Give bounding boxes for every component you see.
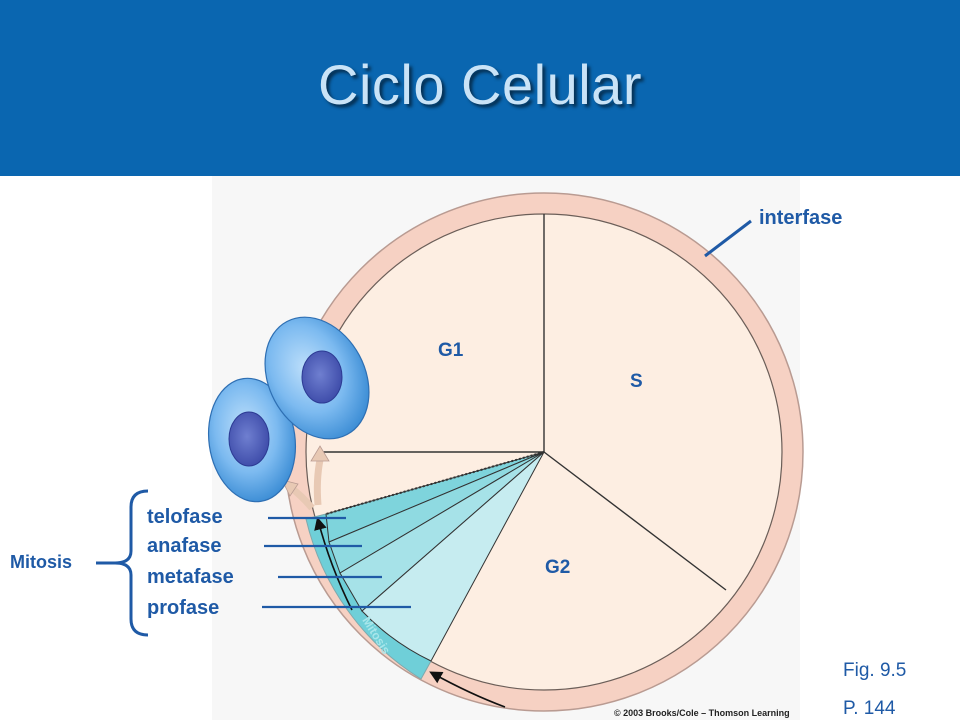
mitosis-arrow <box>314 516 353 611</box>
page-number: P. 144 <box>843 698 896 719</box>
mitosis-brace <box>114 489 149 637</box>
telofase-label: telofase <box>147 506 223 528</box>
divider-s-g2 <box>543 451 727 591</box>
divider-mitosis-start <box>325 451 545 515</box>
cytokinesis-arrow-2 <box>313 459 324 506</box>
g2-label: G2 <box>545 557 571 578</box>
ring-arrow-bottom <box>429 671 506 708</box>
metafase-label: metafase <box>147 566 234 588</box>
nucleus-lower <box>228 411 270 467</box>
s-label: S <box>630 371 643 392</box>
cytokinesis-arrowhead-2 <box>310 445 330 462</box>
g1-label: G1 <box>438 340 464 361</box>
profase-sector <box>361 451 545 662</box>
anafase-label: anafase <box>147 535 222 557</box>
page-title: Ciclo Celular <box>318 53 642 116</box>
copyright-notice: © 2003 Brooks/Cole – Thomson Learning <box>614 708 790 718</box>
interfase-pointer <box>704 219 752 258</box>
mitosis-group-label: Mitosis <box>10 552 73 572</box>
nucleus-upper <box>301 350 343 404</box>
interfase-label: interfase <box>759 207 843 229</box>
profase-label: profase <box>147 597 220 619</box>
figure-number: Fig. 9.5 <box>843 660 907 681</box>
title-bar <box>0 0 960 176</box>
